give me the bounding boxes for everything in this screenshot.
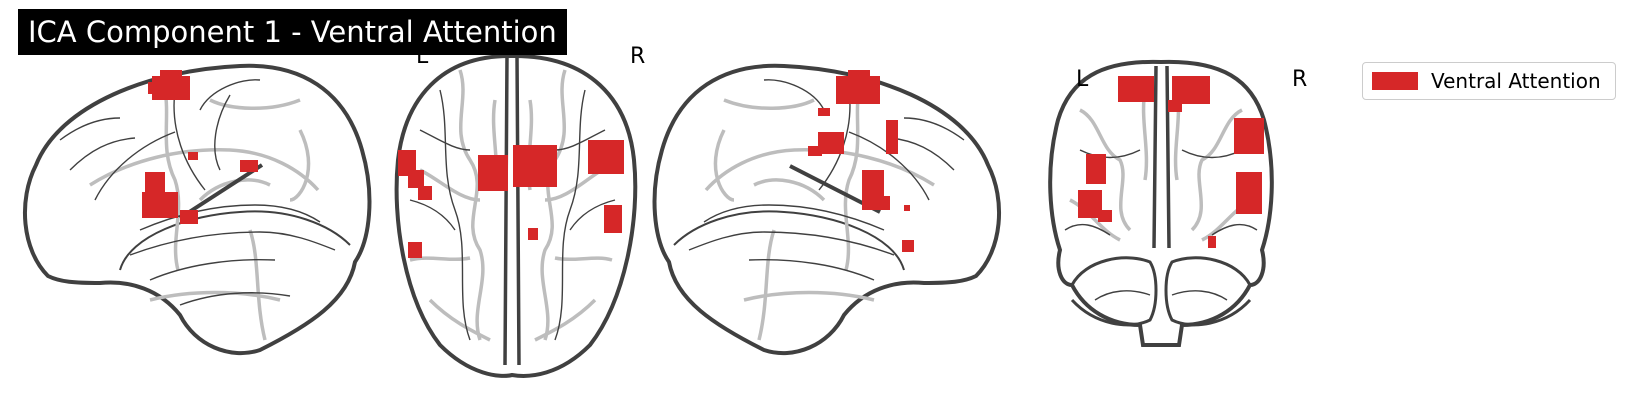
legend-label: Ventral Attention bbox=[1431, 69, 1601, 93]
sulci-lines bbox=[89, 89, 320, 341]
gyri-lines bbox=[409, 89, 616, 341]
interhemispheric-fissure bbox=[1152, 65, 1171, 249]
gyri-lines bbox=[59, 79, 336, 306]
lateral-fissure bbox=[178, 163, 264, 220]
brain-outline bbox=[1048, 59, 1274, 347]
axial-right-label: R bbox=[630, 44, 646, 69]
coronal-right-label: R bbox=[1292, 67, 1308, 92]
figure-title: ICA Component 1 - Ventral Attention bbox=[18, 9, 567, 55]
activation-blobs bbox=[142, 70, 258, 224]
axial-left-label: L bbox=[416, 44, 429, 69]
brainstem-cerebellum-outline bbox=[1070, 256, 1252, 327]
sagittal-left-view bbox=[22, 63, 372, 356]
axial-view bbox=[394, 53, 638, 378]
legend: Ventral Attention bbox=[1362, 62, 1616, 100]
sulci-lines bbox=[704, 89, 935, 341]
brain-outline bbox=[22, 63, 372, 356]
temporal-lobe-outline bbox=[673, 210, 905, 271]
midline-fissure bbox=[503, 55, 521, 366]
temporal-lobe-outline bbox=[119, 210, 351, 271]
coronal-view bbox=[1048, 59, 1274, 347]
sagittal-right-view bbox=[652, 63, 1002, 356]
coronal-left-label: L bbox=[1076, 67, 1089, 92]
gyri-lines bbox=[1064, 149, 1258, 301]
activation-blobs bbox=[1078, 76, 1264, 248]
activation-blobs bbox=[398, 140, 624, 258]
activation-blobs bbox=[808, 70, 914, 252]
legend-swatch bbox=[1372, 72, 1418, 90]
